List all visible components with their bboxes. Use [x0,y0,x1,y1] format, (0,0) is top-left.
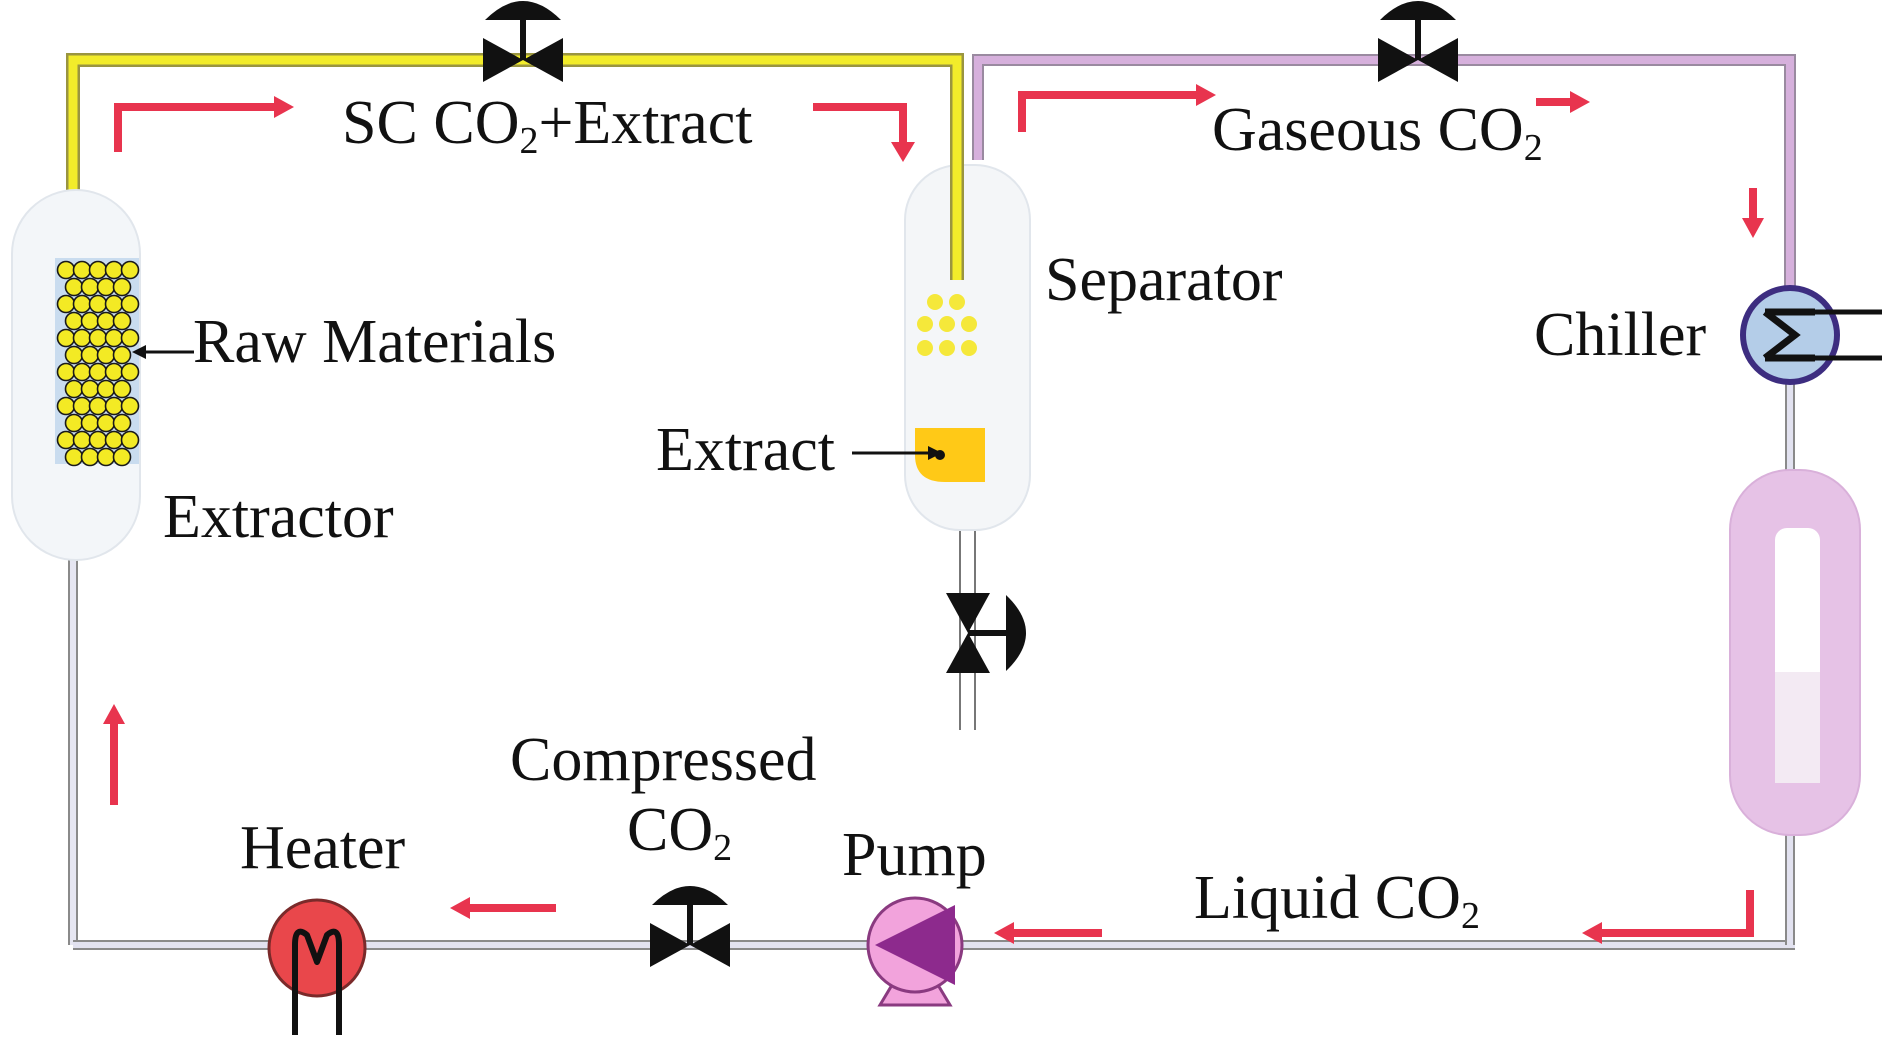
raw-material-particle [120,260,140,280]
valve-icon-separator-drain [946,593,1026,673]
label-raw-materials: Raw Materials [193,308,556,376]
raw-material-particle [72,294,92,314]
raw-material-particle [64,345,84,365]
flow-arrow-liquid-return [1600,890,1754,937]
flow-arrow-up-left-head [103,704,125,724]
flow-arrow-to-separator-head [891,142,915,162]
flow-arrow-top-left-head [274,96,294,118]
valve-icon-gas-line [1378,1,1458,82]
label-liquid-co2: Liquid CO2 [1194,864,1480,937]
label-chiller: Chiller [1534,301,1707,369]
flow-arrow-to-separator [813,103,907,148]
label-pump: Pump [842,821,987,889]
raw-material-particle [112,379,132,399]
raw-material-particle [120,362,140,382]
flow-arrow-top-left [114,103,278,152]
label-compressed: Compressed [510,726,817,794]
raw-material-particle [80,311,100,331]
raw-material-particle [88,396,108,416]
raw-material-particle [56,260,76,280]
raw-material-particle [104,328,124,348]
raw-material-particle [120,430,140,450]
raw-material-particle [88,362,108,382]
valve-icon-sc-line [483,1,563,82]
leader-extract [852,446,942,460]
raw-material-particle [112,345,132,365]
raw-material-particle [64,447,84,467]
flow-arrow-gaseous-out [1018,91,1200,132]
raw-material-particle [72,260,92,280]
raw-material-particle [96,379,116,399]
raw-material-particle [88,430,108,450]
raw-material-particle [56,328,76,348]
raw-material-particle [56,362,76,382]
label-separator: Separator [1045,246,1283,314]
raw-material-particle [120,396,140,416]
raw-material-particle [112,311,132,331]
raw-material-particle [72,328,92,348]
raw-material-particle [104,260,124,280]
label-gaseous-co2: Gaseous CO2 [1212,96,1543,169]
raw-material-particle [56,294,76,314]
label-compressed-co2: CO2 [627,796,732,869]
raw-material-particle [64,379,84,399]
raw-material-particle [104,294,124,314]
raw-material-particle [80,413,100,433]
raw-material-particle [64,311,84,331]
extractor-vessel [11,189,141,561]
raw-material-particle [80,277,100,297]
flow-arrows [103,84,1764,944]
flow-arrow-liquid-return-head [1582,922,1602,944]
raw-material-particle [96,447,116,467]
raw-material-particle [72,362,92,382]
flow-arrow-gaseous-out-head [1196,84,1216,106]
raw-material-particle [112,413,132,433]
chiller-icon [1740,285,1882,385]
raw-material-particle [88,294,108,314]
extract-pool [915,428,985,482]
raw-material-particle [80,379,100,399]
pump-icon [866,896,964,1007]
label-sc-co2-extract: SC CO2+Extract [342,89,752,162]
heater-icon [267,898,367,1035]
flow-arrow-gaseous-right-head [1570,91,1590,113]
raw-materials-packing [56,260,140,467]
label-extractor: Extractor [163,483,394,551]
raw-material-particle [72,430,92,450]
raw-material-particle [88,328,108,348]
raw-material-particle [96,311,116,331]
raw-material-particle [56,430,76,450]
raw-material-particle [120,294,140,314]
separator-vessel [904,160,1031,531]
receiver-tank [1729,469,1861,836]
valve-icon-compressed-line [650,886,730,967]
raw-material-particle [104,430,124,450]
raw-material-particle [120,328,140,348]
flow-arrow-to-heater-head [450,897,470,919]
raw-material-particle [80,447,100,467]
raw-material-particle [96,277,116,297]
raw-material-particle [56,396,76,416]
label-extract: Extract [656,416,835,484]
flow-arrow-to-pump-head [994,922,1014,944]
raw-material-particle [72,396,92,416]
label-heater: Heater [240,814,406,882]
raw-material-particle [64,277,84,297]
raw-material-particle [96,413,116,433]
raw-material-particle [104,362,124,382]
raw-material-particle [112,447,132,467]
raw-material-particle [96,345,116,365]
raw-material-particle [112,277,132,297]
raw-material-particle [104,396,124,416]
raw-material-particle [88,260,108,280]
extract-droplets [917,294,977,356]
raw-material-particle [64,413,84,433]
raw-material-particle [80,345,100,365]
flow-arrow-to-chiller-head [1742,218,1764,238]
leader-raw-materials [132,345,194,359]
